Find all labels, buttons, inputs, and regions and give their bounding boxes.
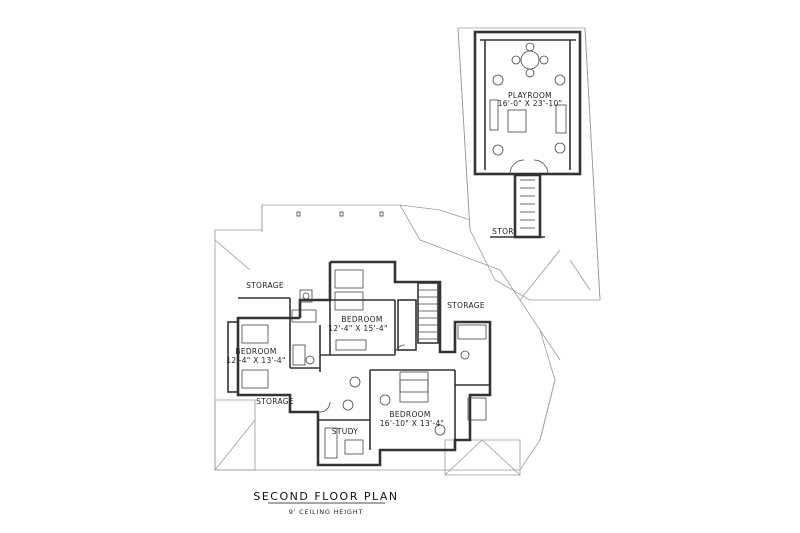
room-labels: PLAYROOM 16'-0" X 23'-10" STOR STORAGE S… [226, 91, 562, 436]
plan-subtitle: 9' CEILING HEIGHT [289, 508, 363, 516]
room-size-bedroom-center: 12'-4" X 15'-4" [328, 324, 387, 333]
main-walls [227, 260, 492, 467]
room-name-storage-mid: STORAGE [447, 301, 485, 310]
main-stairs [397, 282, 439, 351]
plan-caption: SECOND FLOOR PLAN 9' CEILING HEIGHT [253, 490, 398, 516]
room-name-bedroom-left: BEDROOM [235, 347, 276, 356]
roof-outline [214, 27, 601, 476]
room-name-bedroom-center: BEDROOM [341, 315, 382, 324]
room-name-bedroom-master: BEDROOM [389, 410, 430, 419]
room-name-stor: STOR [492, 227, 514, 236]
room-size-playroom: 16'-0" X 23'-10" [498, 99, 563, 108]
room-name-storage-left: STORAGE [256, 397, 294, 406]
fixtures [241, 269, 487, 459]
room-size-bedroom-master: 16'-10" X 13'-4" [380, 419, 445, 428]
roof-marks [296, 211, 384, 217]
room-name-storage-top: STORAGE [246, 281, 284, 290]
room-name-study: STUDY [332, 427, 358, 436]
playroom-wing [473, 30, 582, 239]
room-name-playroom: PLAYROOM [508, 91, 552, 100]
room-size-bedroom-left: 12'-4" X 13'-4" [226, 356, 285, 365]
plan-title: SECOND FLOOR PLAN [253, 490, 398, 503]
